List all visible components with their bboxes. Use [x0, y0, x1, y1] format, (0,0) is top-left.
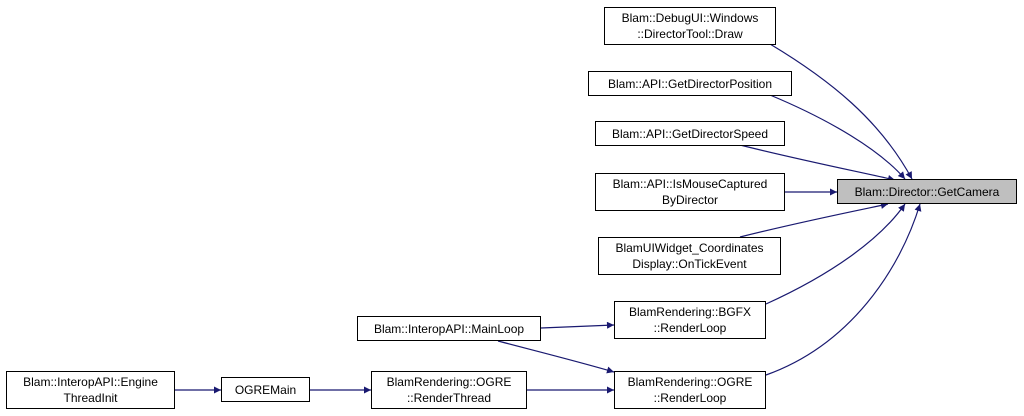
node-label-line: ::RenderLoop	[653, 391, 727, 405]
call-edge-get_director_position-to-get_camera	[769, 94, 906, 180]
node-label-line: ::RenderThread	[406, 391, 492, 405]
node-label-line: Blam::API::IsMouseCaptured	[612, 177, 768, 191]
node-director-getcamera: Blam::Director::GetCamera	[837, 179, 1017, 204]
call-edge-debugui_draw-to-get_camera	[769, 43, 913, 180]
call-edge-interop_mainloop-to-ogre_renderloop	[497, 340, 615, 374]
node-interopapi-enginethreadinit[interactable]: Blam::InteropAPI::Engine ThreadInit	[6, 371, 175, 409]
node-label-line: ::DirectorTool::Draw	[637, 27, 743, 41]
node-api-ismousecapturedbydirector[interactable]: Blam::API::IsMouseCaptured ByDirector	[595, 173, 785, 211]
node-label-line: OGREMain	[234, 382, 297, 397]
call-edge-interop_mainloop-to-bgfx_renderloop	[540, 321, 615, 329]
node-label-line: ByDirector	[661, 193, 718, 207]
node-label-line: BlamRendering::OGRE	[386, 375, 512, 389]
node-ogre-renderloop[interactable]: BlamRendering::OGRE ::RenderLoop	[614, 371, 766, 409]
call-edge-get_director_speed-to-get_camera	[739, 144, 896, 182]
node-label-line: ::RenderLoop	[653, 321, 727, 335]
node-label-line: Blam::API::GetDirectorPosition	[607, 76, 773, 91]
call-edge-ogre_renderloop-to-get_camera	[765, 203, 922, 376]
node-label-line: BlamUIWidget_Coordinates	[615, 241, 764, 255]
node-coordinatesdisplay-ontickevent[interactable]: BlamUIWidget_Coordinates Display::OnTick…	[598, 237, 781, 275]
node-label-line: ThreadInit	[63, 391, 118, 405]
node-debugui-directortool-draw[interactable]: Blam::DebugUI::Windows ::DirectorTool::D…	[604, 7, 776, 45]
node-label-line: Display::OnTickEvent	[632, 257, 747, 271]
node-ogre-renderthread[interactable]: BlamRendering::OGRE ::RenderThread	[371, 371, 527, 409]
node-label-line: BlamRendering::BGFX	[628, 305, 752, 319]
node-label-line: Blam::InteropAPI::MainLoop	[373, 321, 525, 336]
node-label-line: BlamRendering::OGRE	[627, 375, 753, 389]
call-edge-bgfx_renderloop-to-get_camera	[765, 203, 906, 305]
node-label-line: Blam::DebugUI::Windows	[621, 11, 759, 25]
node-interopapi-mainloop[interactable]: Blam::InteropAPI::MainLoop	[357, 316, 541, 341]
call-edges	[175, 43, 922, 394]
node-label-line: Blam::Director::GetCamera	[854, 184, 1000, 199]
node-api-getdirectorposition[interactable]: Blam::API::GetDirectorPosition	[588, 71, 792, 96]
node-bgfx-renderloop[interactable]: BlamRendering::BGFX ::RenderLoop	[614, 301, 766, 339]
node-ogremain[interactable]: OGREMain	[221, 377, 310, 402]
node-label-line: Blam::API::GetDirectorSpeed	[611, 126, 769, 141]
node-api-getdirectorspeed[interactable]: Blam::API::GetDirectorSpeed	[595, 121, 785, 146]
call-edge-coordinates_display-to-get_camera	[739, 202, 889, 238]
node-label-line: Blam::InteropAPI::Engine	[23, 375, 158, 389]
